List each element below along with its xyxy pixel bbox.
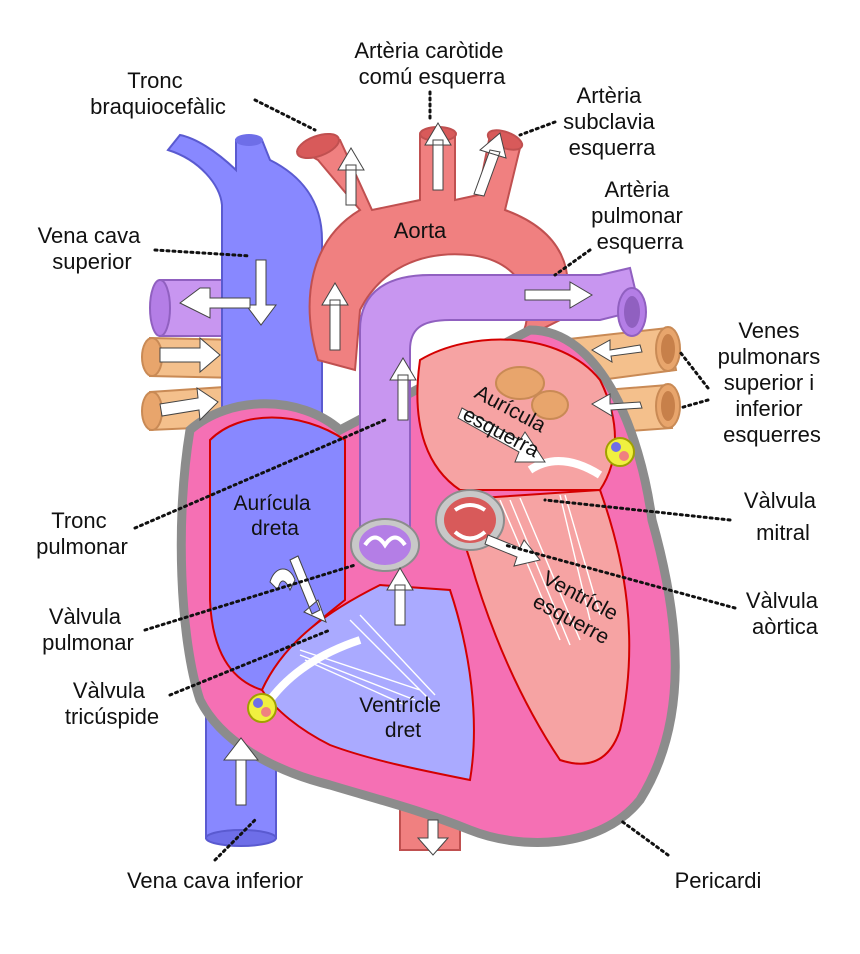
label-venes-pulmonars: Venes pulmonars superior i inferior esqu… <box>718 318 827 447</box>
label-valvula-aortica: Vàlvula aòrtica <box>746 588 824 639</box>
blood-flow-arrows <box>159 122 643 856</box>
tricuspid-valve <box>266 636 362 703</box>
label-ventricle-dret: Ventrícle dret <box>359 694 447 742</box>
label-vena-cava-inferior: Vena cava inferior <box>127 868 303 893</box>
label-arteria-subclavia: Artèria subclavia esquerra <box>563 83 661 160</box>
label-arteria-pulmonar: Artèria pulmonar esquerra <box>591 177 689 254</box>
label-valvula-mitral: Vàlvula mitral <box>744 488 822 545</box>
label-tronc-braquiocefalic: Tronc braquiocefàlic <box>90 68 226 119</box>
leader-lines <box>133 90 737 862</box>
chordae-tendineae <box>299 494 601 706</box>
coronary-vessels <box>247 437 635 723</box>
label-aorta: Aorta <box>394 218 447 243</box>
pulmonary-trunk <box>359 266 647 541</box>
aortic-valve <box>435 489 505 551</box>
pulmonary-valve <box>350 518 420 572</box>
label-arteria-carotide: Artèria caròtide comú esquerra <box>354 38 509 89</box>
label-pericardi: Pericardi <box>675 868 762 893</box>
label-valvula-tricuspide: Vàlvula tricúspide <box>65 678 159 729</box>
label-auricula-dreta: Aurícula dreta <box>234 492 317 540</box>
pulmonary-vein-openings <box>495 366 569 420</box>
label-tronc-pulmonar: Tronc pulmonar <box>36 508 128 559</box>
label-valvula-pulmonar: Vàlvula pulmonar <box>42 604 134 655</box>
label-vena-cava-superior: Vena cava superior <box>38 223 147 274</box>
mitral-valve <box>527 457 603 479</box>
